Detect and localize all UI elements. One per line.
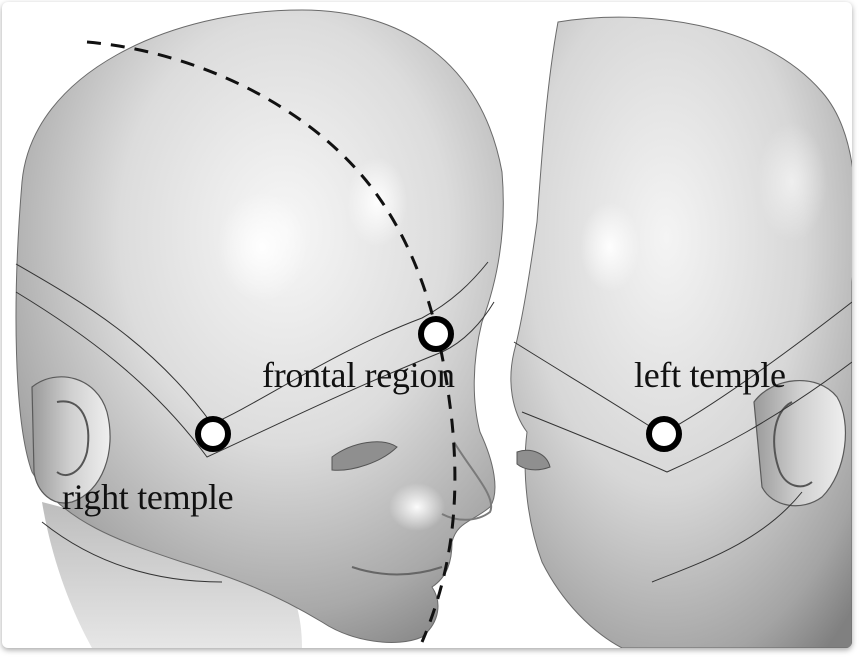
- label-frontal-region: frontal region: [262, 354, 455, 396]
- diagram-frame: frontal region left temple right temple: [2, 2, 852, 648]
- head-illustration: [2, 2, 852, 648]
- label-right-temple: right temple: [62, 476, 233, 518]
- electrode-frontal-marker: [421, 319, 451, 349]
- label-left-temple: left temple: [634, 354, 786, 396]
- head-left-view: [511, 17, 852, 648]
- electrode-left-temple-marker: [649, 419, 679, 449]
- electrode-right-temple-marker: [198, 419, 228, 449]
